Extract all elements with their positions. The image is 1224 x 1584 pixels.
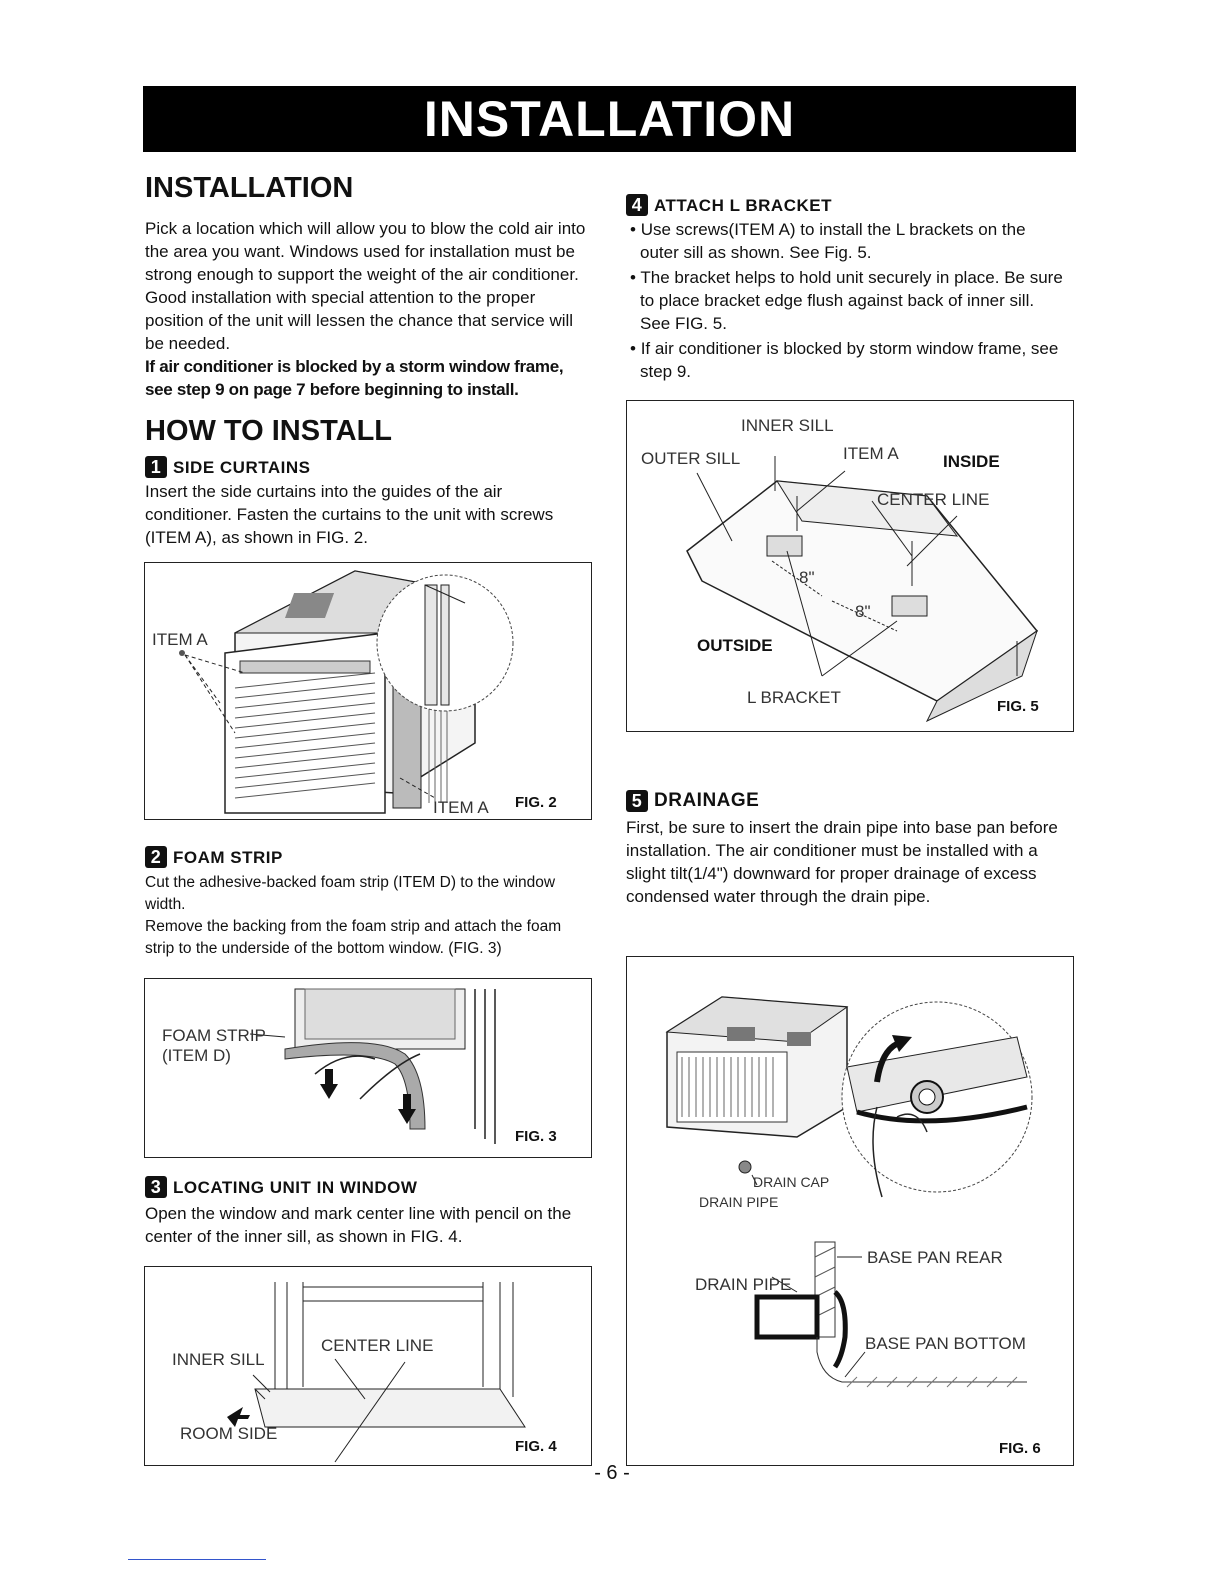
- fig6-drain-pipe-label-small: DRAIN PIPE: [699, 1194, 778, 1210]
- page-banner: INSTALLATION: [143, 86, 1076, 152]
- fig6-caption: FIG. 6: [999, 1440, 1041, 1457]
- fig4-caption: FIG. 4: [515, 1438, 557, 1455]
- fig5-outer-sill-label: OUTER SILL: [641, 449, 740, 468]
- step5-text: First, be sure to insert the drain pipe …: [626, 818, 1058, 906]
- installation-intro: Pick a location which will allow you to …: [145, 219, 586, 353]
- fig3-diagram: FOAM STRIP (ITEM D) FIG. 3: [144, 978, 592, 1158]
- step1-title-text: SIDE CURTAINS: [173, 458, 311, 477]
- fig5-inner-sill-label: INNER SILL: [741, 416, 834, 435]
- step3-title-text: LOCATING UNIT IN WINDOW: [173, 1178, 418, 1197]
- fig2-diagram: ITEM A ITEM A FIG. 2: [144, 562, 592, 820]
- fig3-foam-strip-label: FOAM STRIP: [162, 1026, 266, 1045]
- fig6-drain-cap-label: DRAIN CAP: [753, 1174, 829, 1190]
- fig5-outside-label: OUTSIDE: [697, 636, 773, 655]
- step5-title-text: DRAINAGE: [654, 790, 760, 811]
- fig2-item-a-label: ITEM A: [152, 630, 208, 649]
- fig4-center-line-label: CENTER LINE: [321, 1336, 433, 1355]
- page-number: - 6 -: [594, 1462, 630, 1484]
- fig6-diagram: DRAIN CAP DRAIN PIPE BASE PAN REAR DRAIN…: [626, 956, 1074, 1466]
- fig2-caption: FIG. 2: [515, 794, 557, 811]
- fig5-dimension-2: 8": [855, 602, 871, 621]
- step4-number-badge: 4: [626, 194, 648, 216]
- step4-bullet: • If air conditioner is blocked by storm…: [630, 339, 1059, 381]
- bottom-rule: [128, 1559, 266, 1560]
- fig5-l-bracket-label: L BRACKET: [747, 688, 841, 707]
- fig4-room-side-label: ROOM SIDE: [180, 1424, 277, 1443]
- step1-number-badge: 1: [145, 456, 167, 478]
- step4-title: 4 ATTACH L BRACKET: [626, 194, 1066, 216]
- step4-section: 4 ATTACH L BRACKET • Use screws(ITEM A) …: [626, 194, 1066, 383]
- step3-title: 3 LOCATING UNIT IN WINDOW: [145, 1176, 593, 1198]
- step4-bullet: • The bracket helps to hold unit securel…: [630, 268, 1063, 333]
- step3-text: Open the window and mark center line wit…: [145, 1204, 572, 1246]
- step4-bullets: • Use screws(ITEM A) to install the L br…: [626, 218, 1066, 383]
- step5-title: 5 DRAINAGE: [626, 790, 1066, 812]
- step2-section: 2 FOAM STRIP Cut the adhesive-backed foa…: [145, 846, 593, 960]
- how-to-install-heading: HOW TO INSTALL: [145, 415, 393, 447]
- fig5-dimension-1: 8": [799, 568, 815, 587]
- step4-bullet: • Use screws(ITEM A) to install the L br…: [630, 220, 1026, 262]
- step4-title-text: ATTACH L BRACKET: [654, 196, 832, 215]
- fig5-item-a-label: ITEM A: [843, 444, 899, 463]
- left-column: INSTALLATION Pick a location which will …: [145, 172, 593, 549]
- fig4-diagram: INNER SILL CENTER LINE ROOM SIDE FIG. 4: [144, 1266, 592, 1466]
- fig2-item-a-label-2: ITEM A: [433, 798, 489, 817]
- step2-text-2: Remove the backing from the foam strip a…: [145, 918, 562, 957]
- step5-number-badge: 5: [626, 790, 648, 812]
- installation-heading: INSTALLATION: [145, 172, 354, 204]
- step5-section: 5 DRAINAGE First, be sure to insert the …: [626, 790, 1066, 908]
- fig6-base-pan-rear-label: BASE PAN REAR: [867, 1248, 1003, 1267]
- fig6-drain-pipe-label: DRAIN PIPE: [695, 1275, 791, 1294]
- step3-number-badge: 3: [145, 1176, 167, 1198]
- fig6-base-pan-bottom-label: BASE PAN BOTTOM: [865, 1334, 1026, 1353]
- fig4-inner-sill-label: INNER SILL: [172, 1350, 265, 1369]
- fig3-caption: FIG. 3: [515, 1128, 557, 1145]
- fig5-diagram: INNER SILL OUTER SILL ITEM A INSIDE CENT…: [626, 400, 1074, 732]
- fig5-center-line-label: CENTER LINE: [877, 490, 989, 509]
- step1-text: Insert the side curtains into the guides…: [145, 482, 554, 547]
- storm-window-warning: If air conditioner is blocked by a storm…: [145, 357, 564, 399]
- fig5-inside-label: INSIDE: [943, 452, 1000, 471]
- step3-section: 3 LOCATING UNIT IN WINDOW Open the windo…: [145, 1176, 593, 1248]
- fig5-caption: FIG. 5: [997, 698, 1039, 715]
- fig3-item-d-label: (ITEM D): [162, 1046, 231, 1065]
- step2-text-1: Cut the adhesive-backed foam strip (ITEM…: [145, 874, 556, 913]
- step1-title: 1 SIDE CURTAINS: [145, 456, 593, 478]
- step2-number-badge: 2: [145, 846, 167, 868]
- step2-title: 2 FOAM STRIP: [145, 846, 593, 868]
- step2-title-text: FOAM STRIP: [173, 848, 283, 867]
